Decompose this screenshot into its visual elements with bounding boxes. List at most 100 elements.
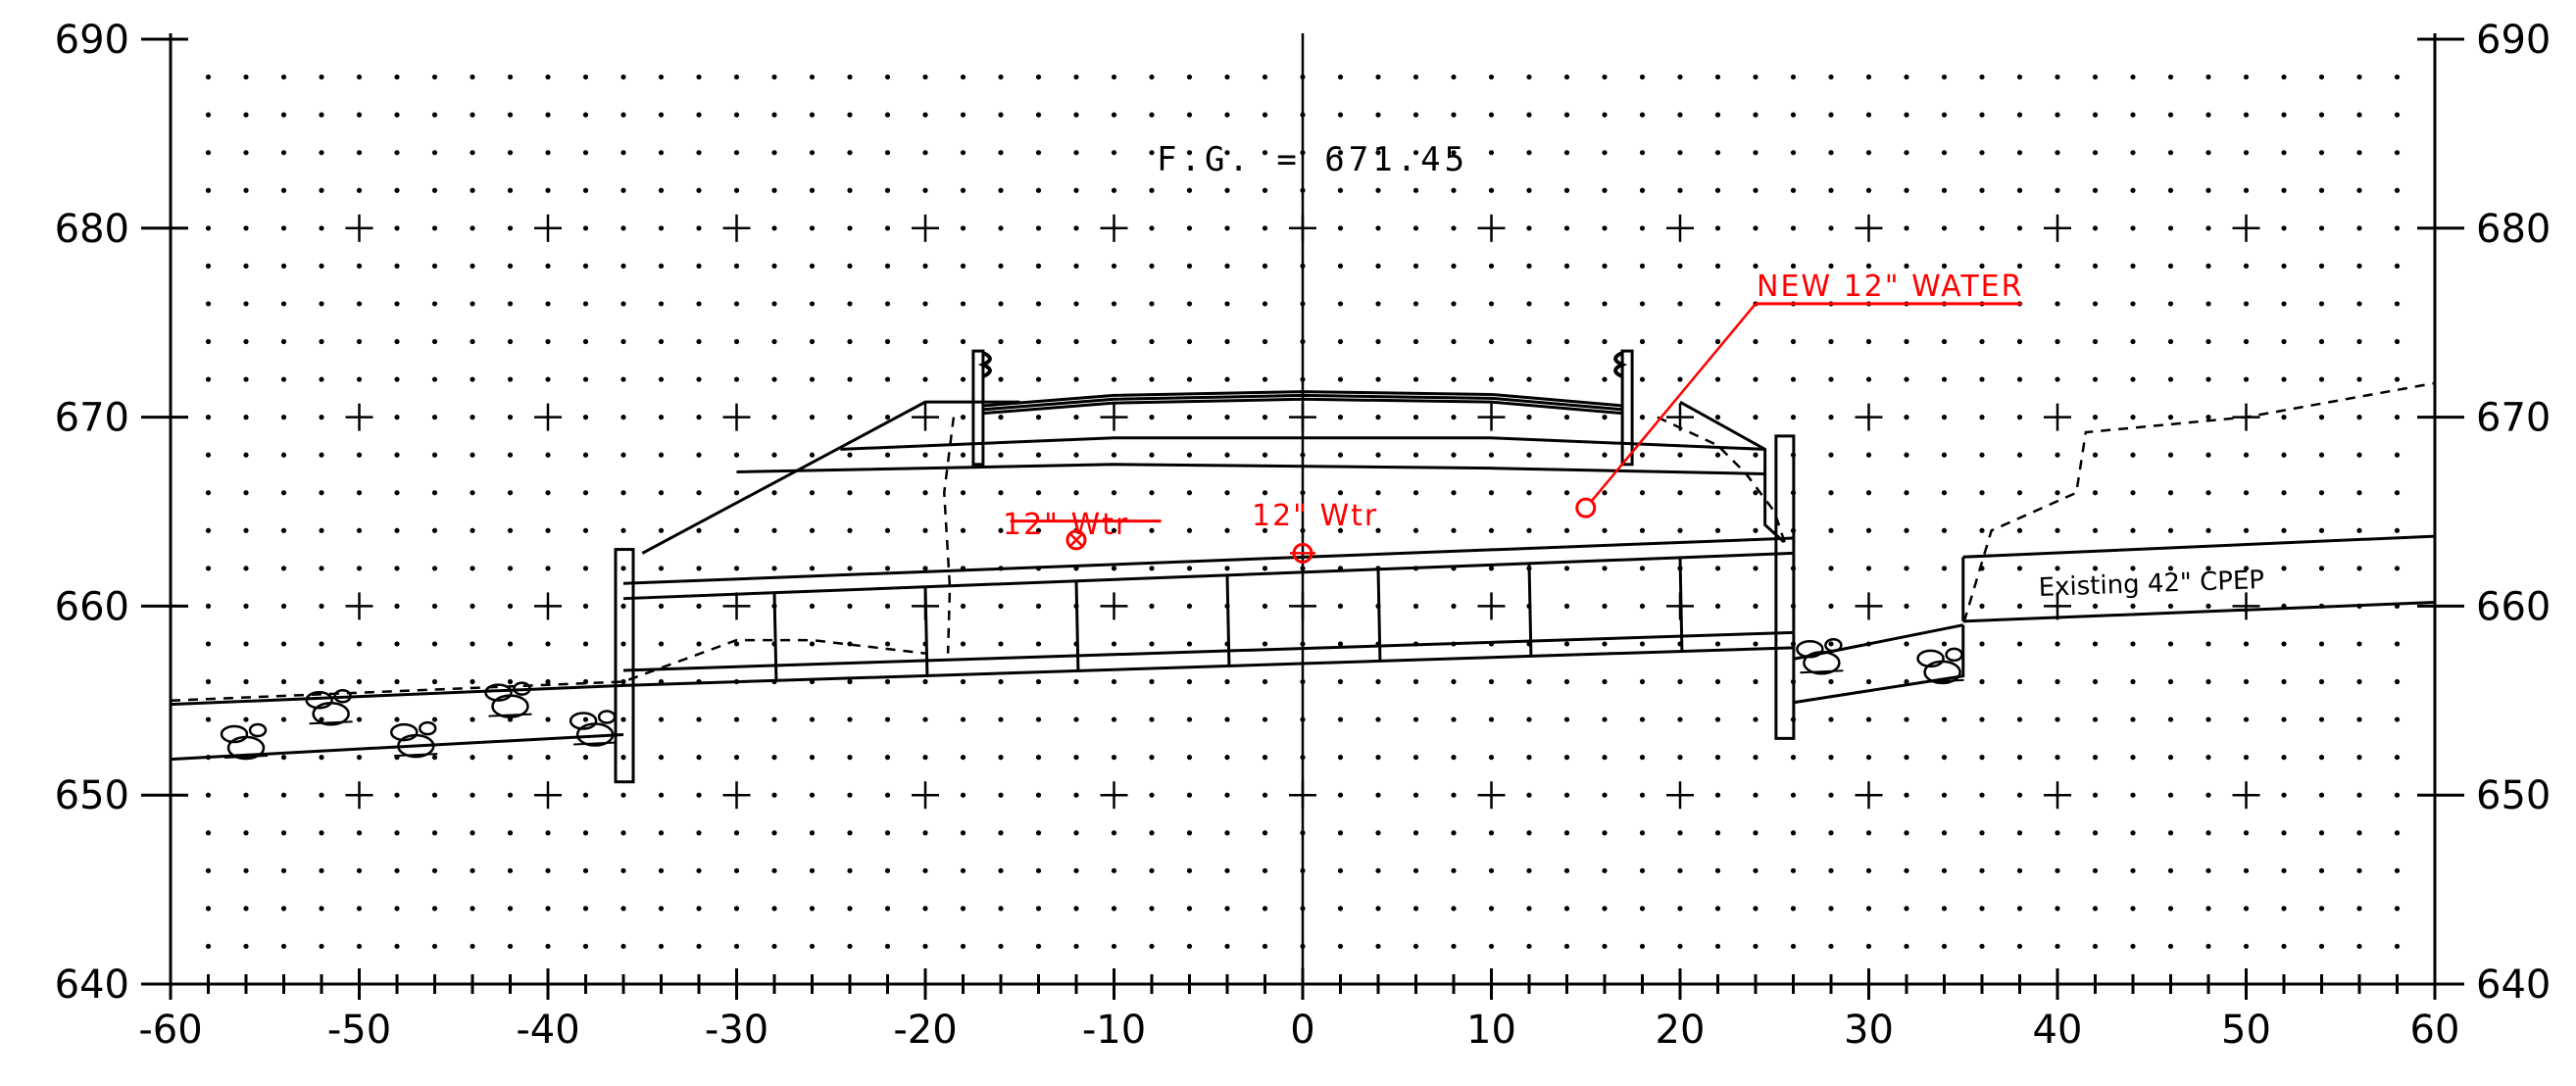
grid-dot — [771, 376, 777, 382]
grid-dot — [1602, 452, 1608, 458]
grid-dot — [507, 792, 514, 798]
grid-dot — [1149, 678, 1155, 685]
right-abutment — [1774, 434, 1796, 740]
grid-dot — [431, 716, 438, 722]
grid-dot — [1111, 943, 1117, 950]
grid-dot — [2092, 755, 2099, 761]
grid-dot — [2356, 527, 2362, 533]
grid-dot — [960, 187, 966, 193]
grid-dot — [1526, 112, 1532, 118]
grid-dot — [2394, 755, 2401, 761]
grid-dot — [1149, 716, 1155, 722]
grid-dot — [205, 566, 212, 571]
grid-dot — [809, 716, 816, 722]
grid-dot — [1186, 527, 1193, 533]
grid-dot — [431, 906, 438, 912]
grid-dot — [1677, 490, 1683, 496]
grid-dot — [733, 716, 740, 722]
culvert-bay-wall — [1074, 580, 1080, 671]
x-tick-label: 50 — [2221, 1008, 2271, 1053]
grid-dot — [771, 566, 777, 571]
grid-dot — [1035, 792, 1042, 798]
grid-dot — [1904, 641, 1909, 647]
grid-dot — [1035, 716, 1042, 722]
grid-dot — [545, 867, 551, 873]
grid-dot — [1224, 678, 1230, 685]
grid-dot — [847, 490, 853, 496]
grid-dot — [1563, 301, 1570, 307]
grid-dot — [394, 225, 400, 231]
grid-dot — [280, 527, 287, 533]
grid-dot — [470, 566, 475, 571]
grid-dot — [280, 376, 287, 382]
grid-dot — [922, 755, 928, 761]
grid-dot — [1073, 225, 1079, 231]
grid-dot — [1904, 943, 1909, 950]
grid-dot — [1111, 830, 1117, 836]
grid-dot — [1941, 74, 1948, 80]
grid-dot — [1149, 755, 1155, 761]
grid-dot — [696, 112, 702, 118]
grid-dot — [884, 112, 891, 118]
grid-dot — [243, 906, 249, 912]
grid-dot — [1865, 376, 1872, 382]
grid-dot — [771, 716, 777, 722]
grid-dot — [1262, 603, 1268, 610]
x-tick-label: 30 — [1844, 1008, 1894, 1053]
grid-dot — [470, 716, 475, 722]
grid-dot — [2356, 490, 2362, 496]
grid-dot — [2167, 867, 2174, 873]
grid-dot — [1111, 755, 1117, 761]
grid-dot — [1412, 527, 1419, 533]
grid-dot — [1412, 792, 1419, 798]
grid-dot — [1753, 376, 1759, 382]
grid-dot — [771, 943, 777, 950]
grid-dot — [470, 150, 475, 156]
grid-dot — [1375, 301, 1381, 307]
grid-dot — [507, 415, 514, 420]
grid-dot — [658, 112, 665, 118]
grid-dot — [922, 716, 928, 722]
grid-dot — [319, 376, 324, 382]
grid-dot — [1035, 301, 1042, 307]
riprap-rock — [484, 683, 513, 702]
grid-dot — [960, 150, 966, 156]
grid-dot — [1149, 112, 1155, 118]
grid-dot — [2356, 830, 2362, 836]
grid-dot — [470, 338, 475, 345]
grid-dot — [1753, 74, 1759, 80]
grid-dot — [809, 490, 816, 496]
grid-dot — [582, 755, 589, 761]
grid-dot — [771, 225, 777, 231]
grid-dot — [2055, 527, 2060, 533]
grid-dot — [507, 338, 514, 345]
grid-dot — [2205, 867, 2211, 873]
grid-dot — [771, 263, 777, 269]
grid-dot — [280, 415, 287, 420]
grid-dot — [2167, 301, 2174, 307]
grid-dot — [1375, 338, 1381, 345]
grid-dot — [1451, 376, 1457, 382]
grid-dot — [1941, 415, 1948, 420]
grid-dot — [545, 943, 551, 950]
grid-dot — [2281, 830, 2287, 836]
grid-dot — [470, 263, 475, 269]
x-tick-label: -30 — [705, 1008, 768, 1053]
grid-dot — [1073, 792, 1079, 798]
grid-dot — [1337, 792, 1344, 798]
grid-dot — [1979, 906, 1985, 912]
x-tick-label: -40 — [516, 1008, 579, 1053]
grid-dot — [847, 150, 853, 156]
grid-dot — [1337, 830, 1344, 836]
grid-dot — [280, 755, 287, 761]
grid-dot — [319, 792, 324, 798]
grid-dot — [1186, 187, 1193, 193]
grid-dot — [2243, 716, 2250, 722]
grid-dot — [2318, 906, 2325, 912]
grid-dot — [1451, 867, 1457, 873]
grid-dot — [1602, 755, 1608, 761]
grid-dot — [1186, 867, 1193, 873]
grid-dot — [507, 301, 514, 307]
grid-dot — [2205, 150, 2211, 156]
grid-dot — [809, 301, 816, 307]
